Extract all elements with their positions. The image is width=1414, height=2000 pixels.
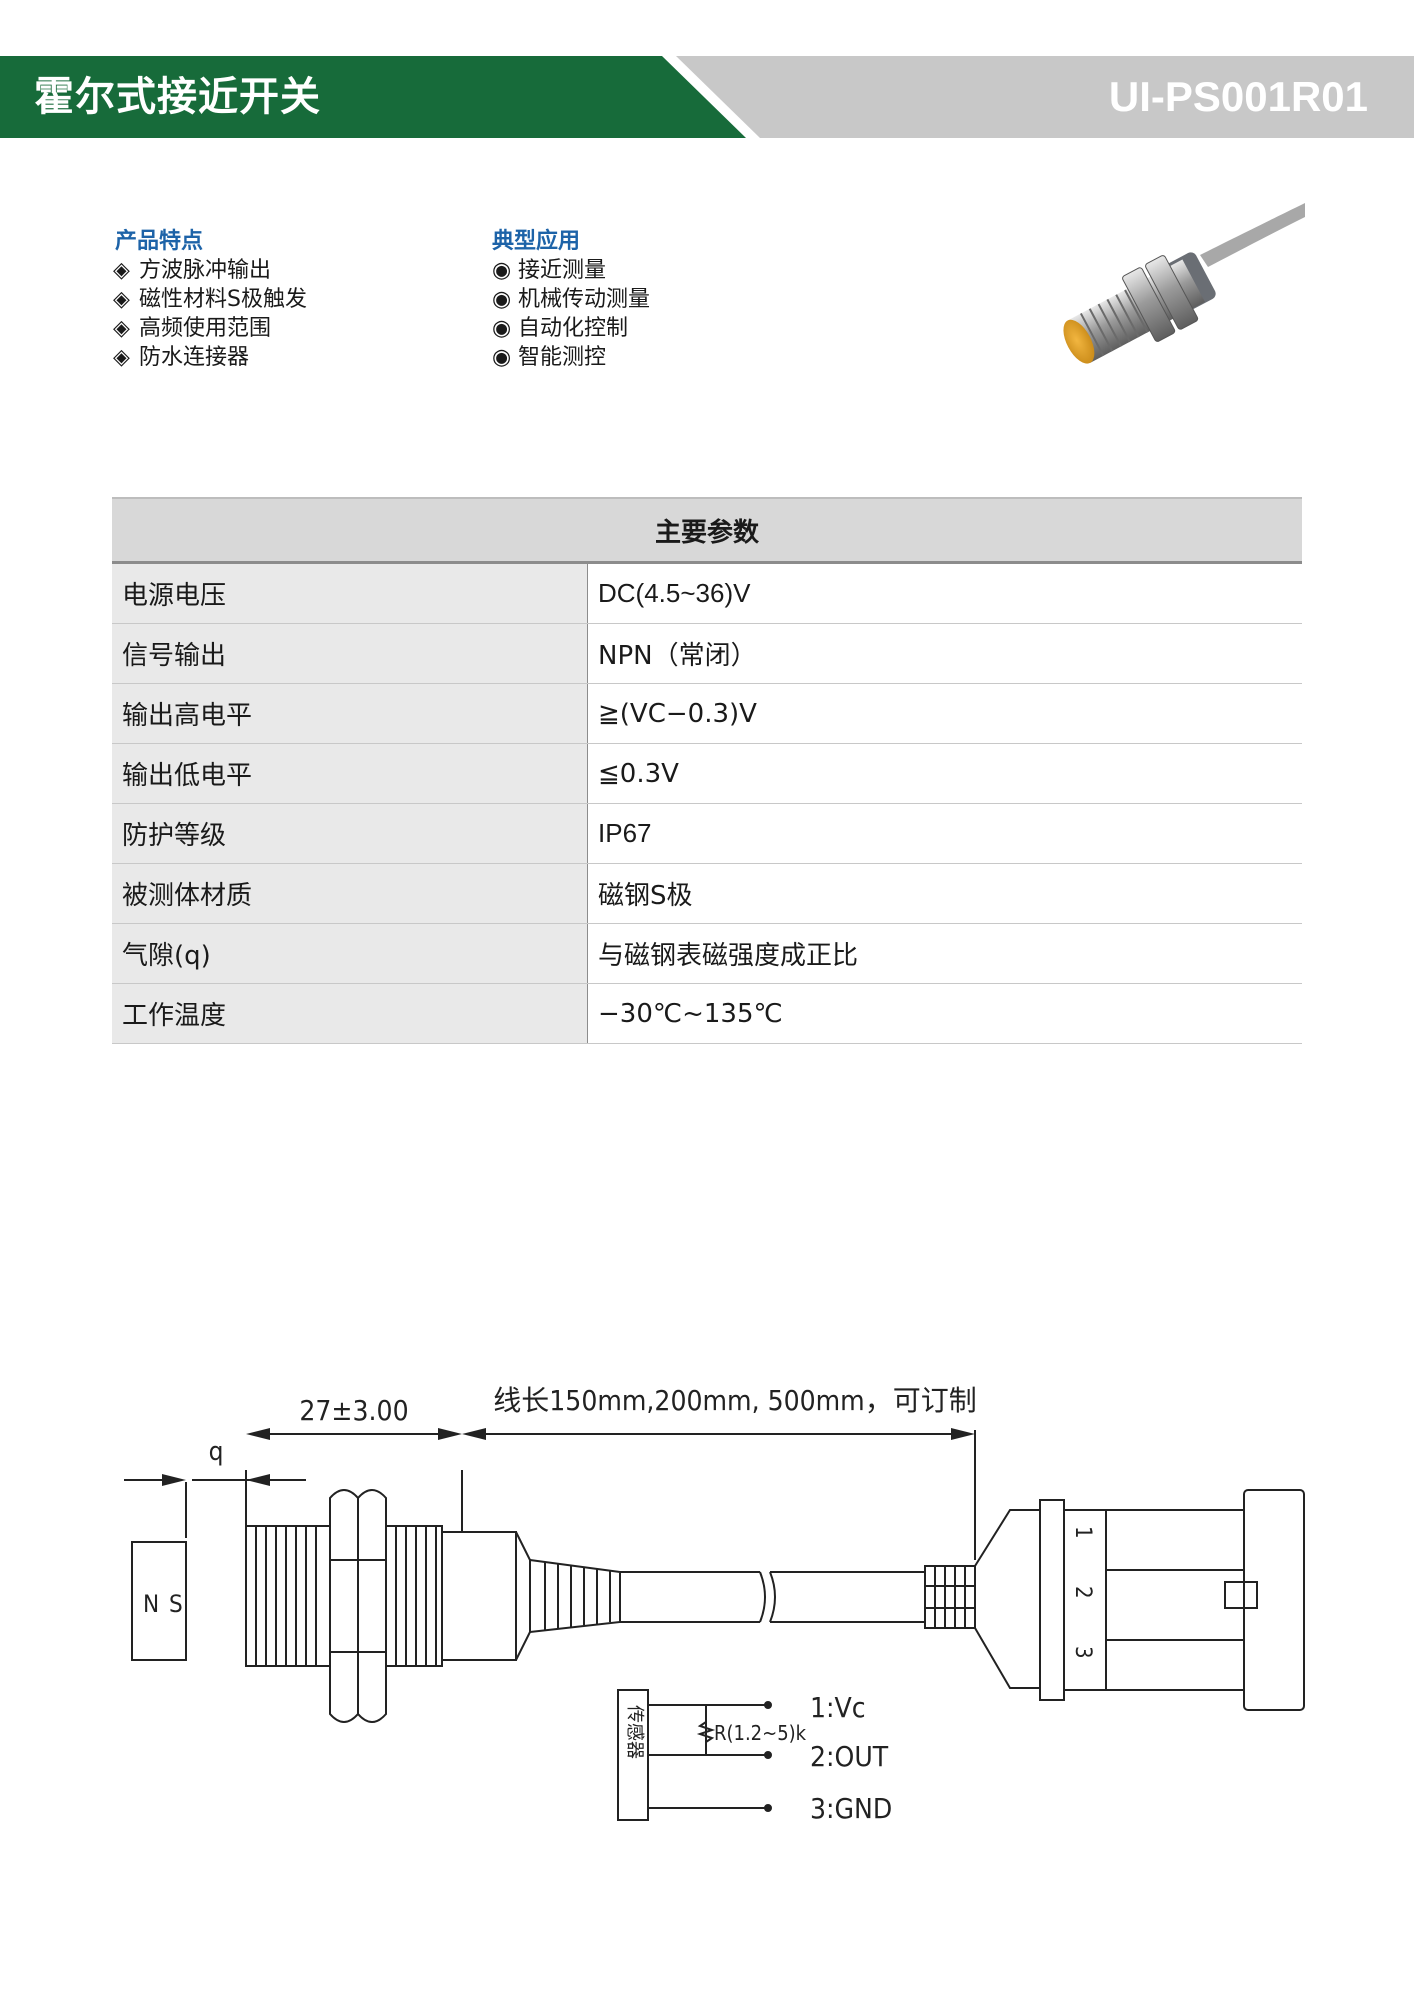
param-value: NPN（常闭） bbox=[587, 623, 1302, 684]
circle-bullet-icon: ◉ bbox=[492, 316, 512, 341]
parameter-table-title: 主要参数 bbox=[112, 497, 1302, 564]
circle-bullet-icon: ◉ bbox=[492, 345, 512, 370]
pin-1-label: 1 bbox=[1070, 1526, 1095, 1539]
connector-boot bbox=[924, 1565, 976, 1629]
table-row: 输出高电平≧(VC−0.3)V bbox=[112, 683, 1302, 744]
sensor-label: 传感器 bbox=[624, 1705, 645, 1759]
applications-list: ◉接近测量 ◉机械传动测量 ◉自动化控制 ◉智能测控 bbox=[492, 256, 650, 372]
model-number: UI-PS001R01 bbox=[1108, 73, 1368, 120]
param-value: ≦0.3V bbox=[587, 743, 1302, 804]
strain-relief bbox=[529, 1558, 621, 1634]
list-item: ◉机械传动测量 bbox=[492, 287, 651, 312]
list-item: ◈防水连接器 bbox=[113, 345, 250, 370]
applications-title: 典型应用 bbox=[492, 229, 581, 254]
wire-label-vc: 1:Vc bbox=[810, 1691, 866, 1724]
list-item: ◈方波脉冲输出 bbox=[113, 258, 272, 283]
param-value: 与磁钢表磁强度成正比 bbox=[587, 923, 1302, 984]
wire-label-out: 2:OUT bbox=[810, 1740, 889, 1773]
param-label: 防护等级 bbox=[112, 803, 588, 864]
list-item: ◉自动化控制 bbox=[492, 316, 629, 341]
technical-drawing: 27±3.00 线长150mm,200mm, 500mm，可订制 q N S bbox=[124, 1384, 1305, 1825]
resistor-label: R(1.2~5)k bbox=[714, 1721, 807, 1745]
table-row: 工作温度−30℃~135℃ bbox=[112, 983, 1302, 1044]
header-background bbox=[0, 56, 1414, 138]
connector-latch bbox=[1243, 1489, 1305, 1711]
diamond-bullet-icon: ◈ bbox=[113, 316, 130, 341]
hex-nut bbox=[329, 1489, 359, 1723]
param-label: 被测体材质 bbox=[112, 863, 588, 924]
table-row: 气隙(q)与磁钢表磁强度成正比 bbox=[112, 923, 1302, 984]
features-title: 产品特点 bbox=[115, 229, 204, 254]
page-title: 霍尔式接近开关 bbox=[34, 74, 321, 120]
magnet-s-label: S bbox=[169, 1590, 183, 1618]
list-item: ◈高频使用范围 bbox=[113, 316, 272, 341]
pin-3-label: 3 bbox=[1070, 1646, 1095, 1659]
list-item: ◉接近测量 bbox=[492, 258, 607, 283]
diamond-bullet-icon: ◈ bbox=[113, 345, 130, 370]
circle-bullet-icon: ◉ bbox=[492, 287, 512, 312]
length-dimension-label: 27±3.00 bbox=[299, 1394, 408, 1427]
table-row: 输出低电平≦0.3V bbox=[112, 743, 1302, 804]
wire-label-gnd: 3:GND bbox=[810, 1792, 892, 1825]
table-row: 被测体材质磁钢S极 bbox=[112, 863, 1302, 924]
param-value: 磁钢S极 bbox=[587, 863, 1302, 924]
param-label: 气隙(q) bbox=[112, 923, 588, 984]
param-label: 电源电压 bbox=[112, 562, 588, 624]
pin-2-label: 2 bbox=[1070, 1586, 1095, 1599]
hex-nut bbox=[357, 1489, 387, 1723]
circle-bullet-icon: ◉ bbox=[492, 258, 512, 283]
sensor-rear-housing bbox=[441, 1531, 517, 1661]
diamond-bullet-icon: ◈ bbox=[113, 287, 130, 312]
header-banner bbox=[0, 56, 1414, 138]
list-item: ◉智能测控 bbox=[492, 345, 607, 370]
param-label: 信号输出 bbox=[112, 623, 588, 684]
diamond-bullet-icon: ◈ bbox=[113, 258, 130, 283]
cable-length-note: 线长150mm,200mm, 500mm，可订制 bbox=[493, 1384, 976, 1417]
param-value: IP67 bbox=[587, 803, 1302, 864]
gap-dimension-label: q bbox=[209, 1437, 224, 1467]
features-list: ◈方波脉冲输出 ◈磁性材料S极触发 ◈高频使用范围 ◈防水连接器 bbox=[113, 256, 307, 372]
magnet bbox=[131, 1541, 187, 1661]
magnet-n-label: N bbox=[143, 1590, 159, 1618]
param-value: −30℃~135℃ bbox=[587, 983, 1302, 1044]
param-value: DC(4.5~36)V bbox=[587, 562, 1302, 624]
param-label: 输出高电平 bbox=[112, 683, 588, 744]
product-photo bbox=[1063, 203, 1305, 364]
connector-collar bbox=[1039, 1499, 1065, 1701]
param-label: 输出低电平 bbox=[112, 743, 588, 804]
connector-cone bbox=[974, 1509, 1041, 1689]
param-label: 工作温度 bbox=[112, 983, 588, 1044]
param-value: ≧(VC−0.3)V bbox=[587, 683, 1302, 744]
list-item: ◈磁性材料S极触发 bbox=[113, 287, 307, 312]
